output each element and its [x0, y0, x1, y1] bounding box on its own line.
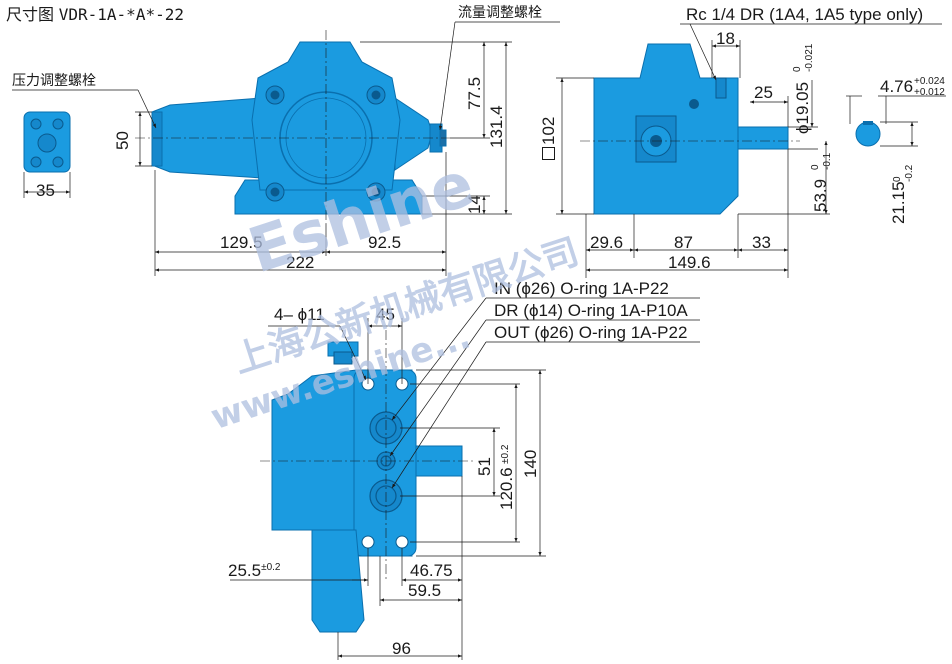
key-width-tol-up: +0.024: [914, 76, 945, 87]
dim-120-6: 120.6: [497, 467, 516, 510]
dim-25-5-value: 25.5: [228, 561, 262, 580]
dim-77-5: 77.5: [465, 76, 484, 110]
dim-14: 14: [465, 195, 484, 214]
dim-102-value: 102: [539, 116, 558, 145]
front-bolts: [265, 85, 386, 202]
square-symbol: [542, 147, 555, 160]
dim-45: 45: [376, 305, 395, 324]
dim-96: 96: [392, 639, 411, 658]
side-shaft: [737, 126, 789, 150]
key-height-tol-up: 0: [892, 176, 903, 182]
dim-53-9: 53.9: [811, 178, 830, 212]
dim-129-5: 129.5: [220, 233, 263, 252]
pressure-screw-callout: 压力调整螺栓: [12, 73, 96, 89]
side-view: [556, 23, 942, 278]
dim-51: 51: [475, 457, 494, 476]
shaft-dia-value: ϕ19.05: [793, 81, 812, 134]
pressure-end-view: [23, 111, 71, 198]
dim-46-75: 46.75: [410, 561, 453, 580]
dim-102: 102: [539, 116, 558, 160]
flow-screw-callout: 流量调整螺栓: [458, 5, 542, 21]
pressure-screw-body: [151, 111, 163, 167]
dim-53-9-tol-up: 0: [810, 164, 821, 170]
dim-92-5: 92.5: [368, 233, 402, 252]
rear-lower-cylinder: [311, 529, 365, 633]
dim-50: 50: [113, 131, 132, 150]
dim-33: 33: [752, 233, 771, 252]
key-height-tol-lo: -0.2: [904, 164, 915, 182]
rear-view: [230, 297, 700, 660]
dim-53-9-tol-lo: -0.1: [822, 152, 833, 170]
key-width-tol-lo: +0.012: [914, 87, 945, 98]
dim-18: 18: [716, 29, 735, 48]
drawing-title-model: VDR-1A-*A*-22: [58, 5, 184, 24]
out-port-callout: OUT (ϕ26) O-ring 1A-P22: [494, 323, 688, 342]
shaft-section: [846, 95, 946, 147]
dim-120-6-tol: ±0.2: [500, 444, 511, 464]
shaft-dia-tol-lo: -0.021: [804, 43, 815, 72]
in-port-callout: IN (ϕ26) O-ring 1A-P22: [494, 279, 669, 298]
dim-149-6: 149.6: [668, 253, 711, 272]
dim-87: 87: [674, 233, 693, 252]
holes-callout: 4– ϕ11: [274, 305, 325, 324]
dim-shaft-dia: ϕ19.05: [793, 81, 812, 134]
drawing-title-label: 尺寸图: [6, 5, 55, 24]
dim-131-4: 131.4: [487, 105, 506, 148]
dim-25-5-tol: ±0.2: [261, 562, 281, 573]
dim-key-width: 4.76: [880, 77, 914, 96]
dr-port-callout: DR (ϕ14) O-ring 1A-P10A: [494, 301, 688, 320]
dim-25-5: 25.5±0.2: [228, 562, 280, 580]
dim-35: 35: [36, 181, 55, 200]
dim-59-5: 59.5: [408, 581, 442, 600]
dim-25: 25: [754, 83, 773, 102]
dim-140: 140: [521, 449, 540, 478]
dim-key-height: 21.15: [889, 181, 908, 224]
front-view: [12, 21, 560, 276]
rc-port-callout: Rc 1/4 DR (1A4, 1A5 type only): [686, 5, 924, 24]
drawing-title: 尺寸图 VDR-1A-*A*-22: [6, 6, 184, 24]
dim-29-6: 29.6: [590, 233, 624, 252]
shaft-dia-tol-up: 0: [792, 66, 803, 72]
front-right-nose: [394, 97, 433, 171]
dim-222: 222: [286, 253, 315, 272]
